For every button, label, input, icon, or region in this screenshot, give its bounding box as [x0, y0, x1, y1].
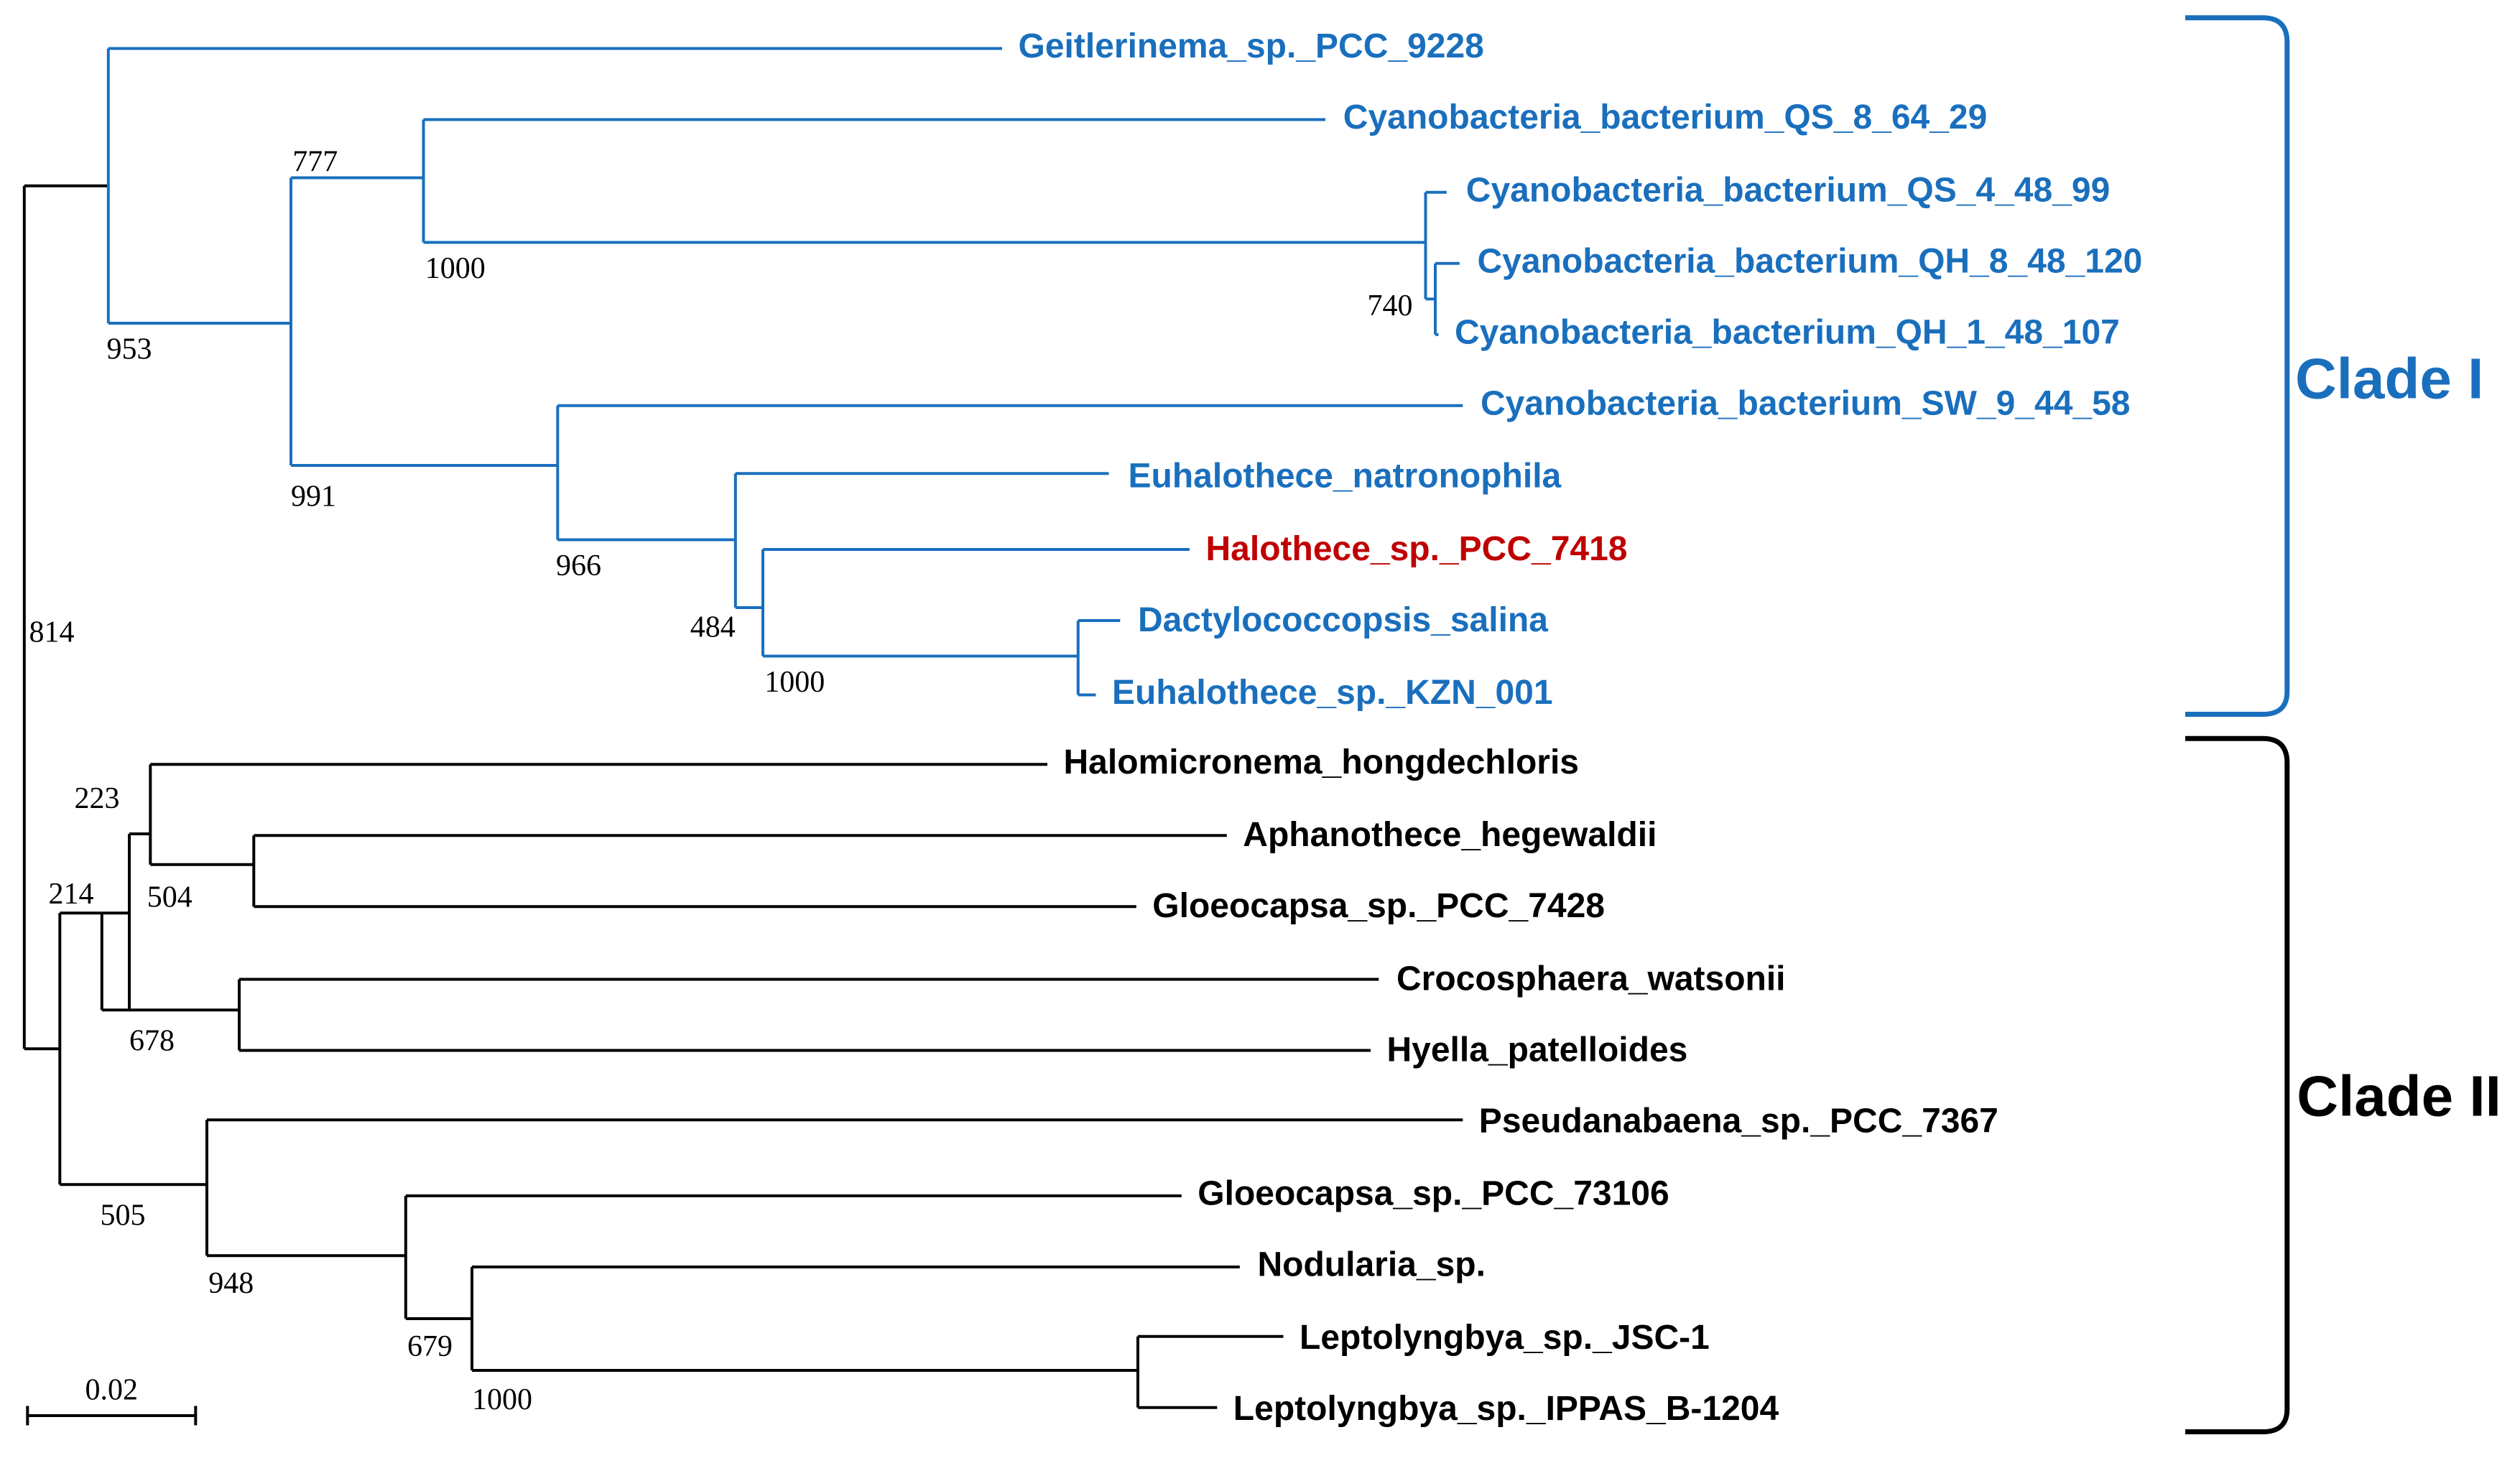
bootstrap-value: 966 — [556, 549, 601, 582]
clade-1-bracket — [2185, 15, 2290, 717]
scale-bar: 0.02 — [26, 1374, 198, 1426]
taxon-label: Cyanobacteria_bacterium_QS_4_48_99 — [1466, 171, 2111, 209]
scale-bar-label: 0.02 — [85, 1374, 139, 1407]
bootstrap-value: 740 — [1368, 289, 1413, 322]
bootstrap-value: 991 — [291, 480, 336, 513]
bootstrap-value: 505 — [101, 1199, 146, 1232]
bootstrap-value: 214 — [49, 878, 94, 911]
taxon-label: Euhalothece_natronophila — [1129, 458, 1562, 496]
tree-branches — [22, 47, 1463, 1409]
bootstrap-value: 953 — [107, 333, 152, 366]
bootstrap-value: 678 — [129, 1025, 175, 1058]
taxon-label: Halomicronema_hongdechloris — [1064, 743, 1580, 781]
bootstrap-value: 1000 — [472, 1383, 532, 1416]
bootstrap-value: 504 — [147, 881, 193, 914]
bootstrap-values: 777 1000 953 740 991 966 484 1000 814 22… — [29, 146, 1413, 1417]
bootstrap-value: 484 — [690, 611, 736, 644]
taxon-label: Cyanobacteria_bacterium_QH_1_48_107 — [1455, 313, 2120, 351]
taxon-label: Pseudanabaena_sp._PCC_7367 — [1479, 1102, 1998, 1140]
bootstrap-value: 814 — [29, 616, 75, 649]
clade-1-label: Clade I — [2295, 346, 2483, 410]
bootstrap-value: 1000 — [425, 252, 486, 285]
bootstrap-value: 777 — [292, 146, 338, 179]
bootstrap-value: 1000 — [764, 666, 825, 699]
clade-2-bracket — [2185, 735, 2290, 1434]
bootstrap-value: 679 — [407, 1330, 453, 1363]
taxon-label: Cyanobacteria_bacterium_SW_9_44_58 — [1481, 384, 2130, 422]
bootstrap-value: 948 — [208, 1267, 254, 1300]
bootstrap-value: 223 — [75, 782, 120, 815]
taxon-label: Leptolyngbya_sp._IPPAS_B-1204 — [1233, 1390, 1779, 1428]
clade-2-label: Clade II — [2297, 1064, 2501, 1128]
taxon-label: Gloeocapsa_sp._PCC_7428 — [1152, 887, 1605, 925]
taxon-label: Aphanothece_hegewaldii — [1243, 816, 1657, 854]
taxon-label: Nodularia_sp. — [1258, 1246, 1486, 1284]
taxon-label: Hyella_patelloides — [1387, 1031, 1688, 1069]
scale-bar-line — [26, 1406, 198, 1426]
taxon-label: Gloeocapsa_sp._PCC_73106 — [1198, 1175, 1669, 1213]
taxon-label: Euhalothece_sp._KZN_001 — [1112, 674, 1553, 712]
clade-brackets: Clade I Clade II — [2185, 15, 2501, 1434]
taxon-label: Crocosphaera_watsonii — [1396, 960, 1786, 998]
taxon-label: Dactylococcopsis_salina — [1138, 601, 1548, 639]
taxon-label: Leptolyngbya_sp._JSC-1 — [1300, 1319, 1710, 1357]
taxon-label: Geitlerinema_sp._PCC_9228 — [1019, 27, 1484, 65]
taxon-label: Cyanobacteria_bacterium_QS_8_64_29 — [1343, 98, 1988, 136]
taxon-label: Cyanobacteria_bacterium_QH_8_48_120 — [1478, 242, 2143, 280]
taxon-label-highlighted: Halothece_sp._PCC_7418 — [1206, 530, 1628, 568]
taxon-labels: Geitlerinema_sp._PCC_9228 Cyanobacteria_… — [1019, 27, 2143, 1428]
